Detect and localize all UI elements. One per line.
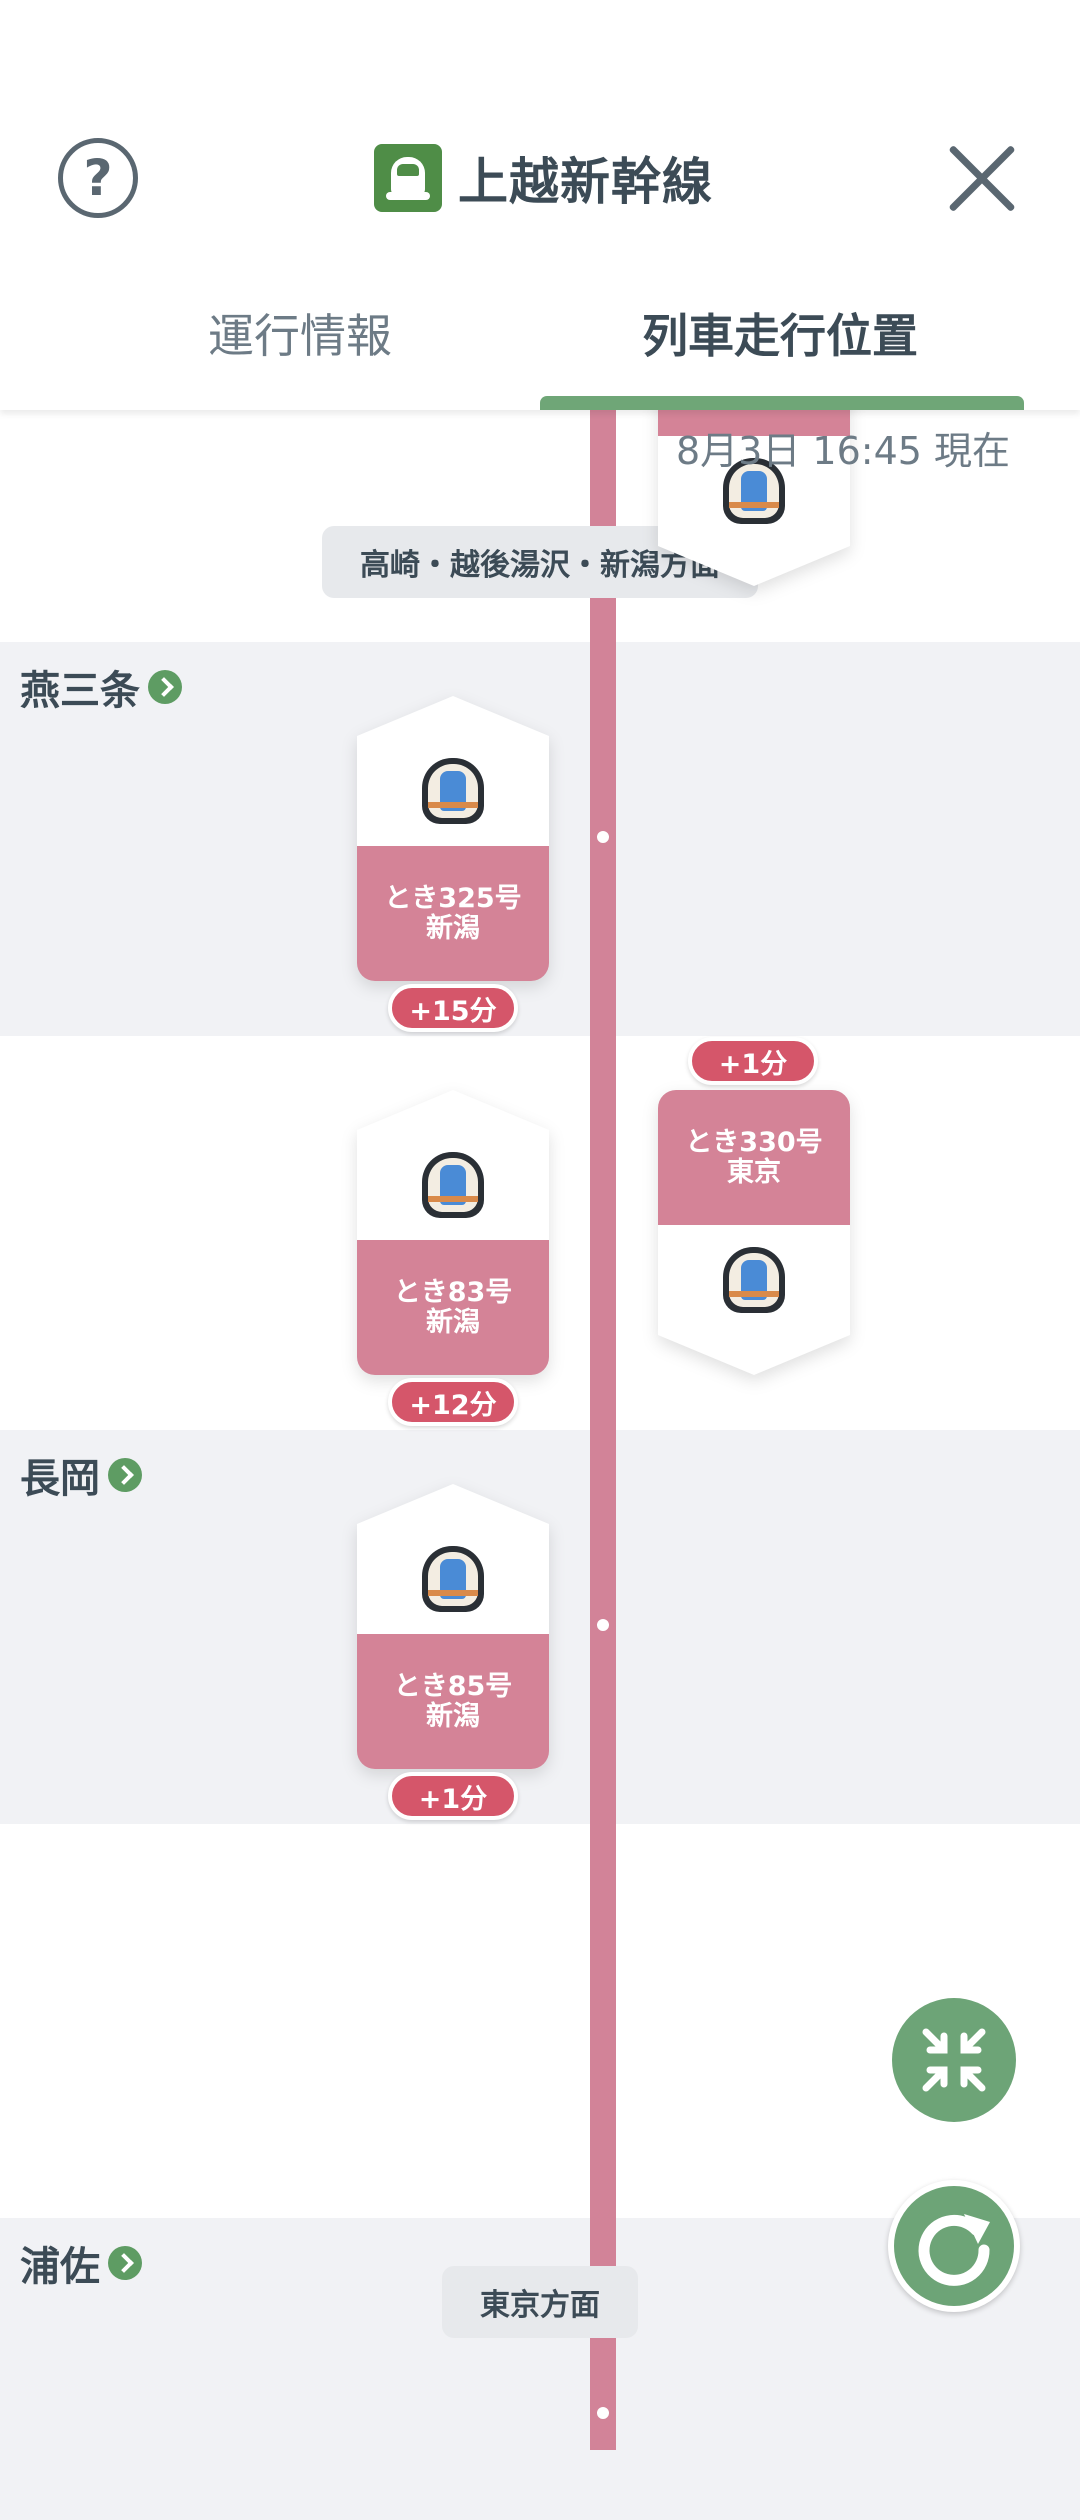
train-icon: [422, 758, 484, 824]
station-name: 燕三条: [20, 668, 140, 714]
train-destination: 新潟: [426, 1700, 480, 1732]
train-card[interactable]: とき85号 新潟: [357, 1484, 549, 1769]
app-header: ? 上越新幹線 運行情報 列車走行位置: [0, 0, 1080, 410]
tab-train-position[interactable]: 列車走行位置: [642, 309, 918, 363]
train-icon: [723, 458, 785, 524]
active-tab-indicator: [540, 396, 1024, 410]
station-urasa[interactable]: 浦佐: [20, 2234, 142, 2292]
delay-badge: +15分: [388, 984, 518, 1032]
station-tsubamesanjo[interactable]: 燕三条: [20, 658, 182, 716]
train-name: とき83号: [393, 1276, 513, 1308]
delay-badge: +1分: [388, 1772, 518, 1820]
train-name: とき330号: [685, 1126, 823, 1158]
station-nagaoka[interactable]: 長岡: [20, 1446, 142, 1504]
close-button[interactable]: [946, 143, 1018, 215]
train-icon: [723, 1247, 785, 1313]
page-title: 上越新幹線: [458, 153, 713, 211]
chevron-right-icon: [108, 2246, 142, 2280]
refresh-icon: [918, 2214, 990, 2286]
train-card[interactable]: とき330号 東京: [658, 1090, 850, 1375]
tab-operation-info[interactable]: 運行情報: [208, 309, 392, 363]
refresh-button[interactable]: [888, 2180, 1020, 2312]
chevron-right-icon: [108, 1458, 142, 1492]
shinkansen-line-icon: [374, 144, 442, 212]
line-title: 上越新幹線: [374, 143, 713, 213]
update-timestamp: 8月3日 16:45 現在: [676, 429, 1011, 473]
train-icon: [422, 1546, 484, 1612]
station-node: [592, 1614, 614, 1636]
station-node: [592, 826, 614, 848]
train-name: とき325号: [384, 882, 522, 914]
station-name: 長岡: [20, 1456, 100, 1502]
help-button[interactable]: ?: [58, 138, 138, 218]
delay-badge: +1分: [688, 1037, 818, 1085]
train-destination: 新潟: [426, 912, 480, 944]
direction-label-south: 東京方面: [442, 2266, 638, 2338]
train-card[interactable]: とき83号 新潟: [357, 1090, 549, 1375]
delay-badge: +12分: [388, 1378, 518, 1426]
question-circle-icon: ?: [83, 149, 113, 207]
train-destination: 新潟: [426, 1306, 480, 1338]
chevron-right-icon: [148, 670, 182, 704]
station-name: 浦佐: [20, 2244, 100, 2290]
train-destination: 東京: [727, 1156, 781, 1188]
track-line: [590, 400, 616, 2450]
station-node: [592, 2402, 614, 2424]
train-name: とき85号: [393, 1670, 513, 1702]
train-icon: [422, 1152, 484, 1218]
train-card[interactable]: とき325号 新潟: [357, 696, 549, 981]
collapse-button[interactable]: [892, 1998, 1016, 2122]
collapse-arrows-icon: [922, 2028, 986, 2092]
